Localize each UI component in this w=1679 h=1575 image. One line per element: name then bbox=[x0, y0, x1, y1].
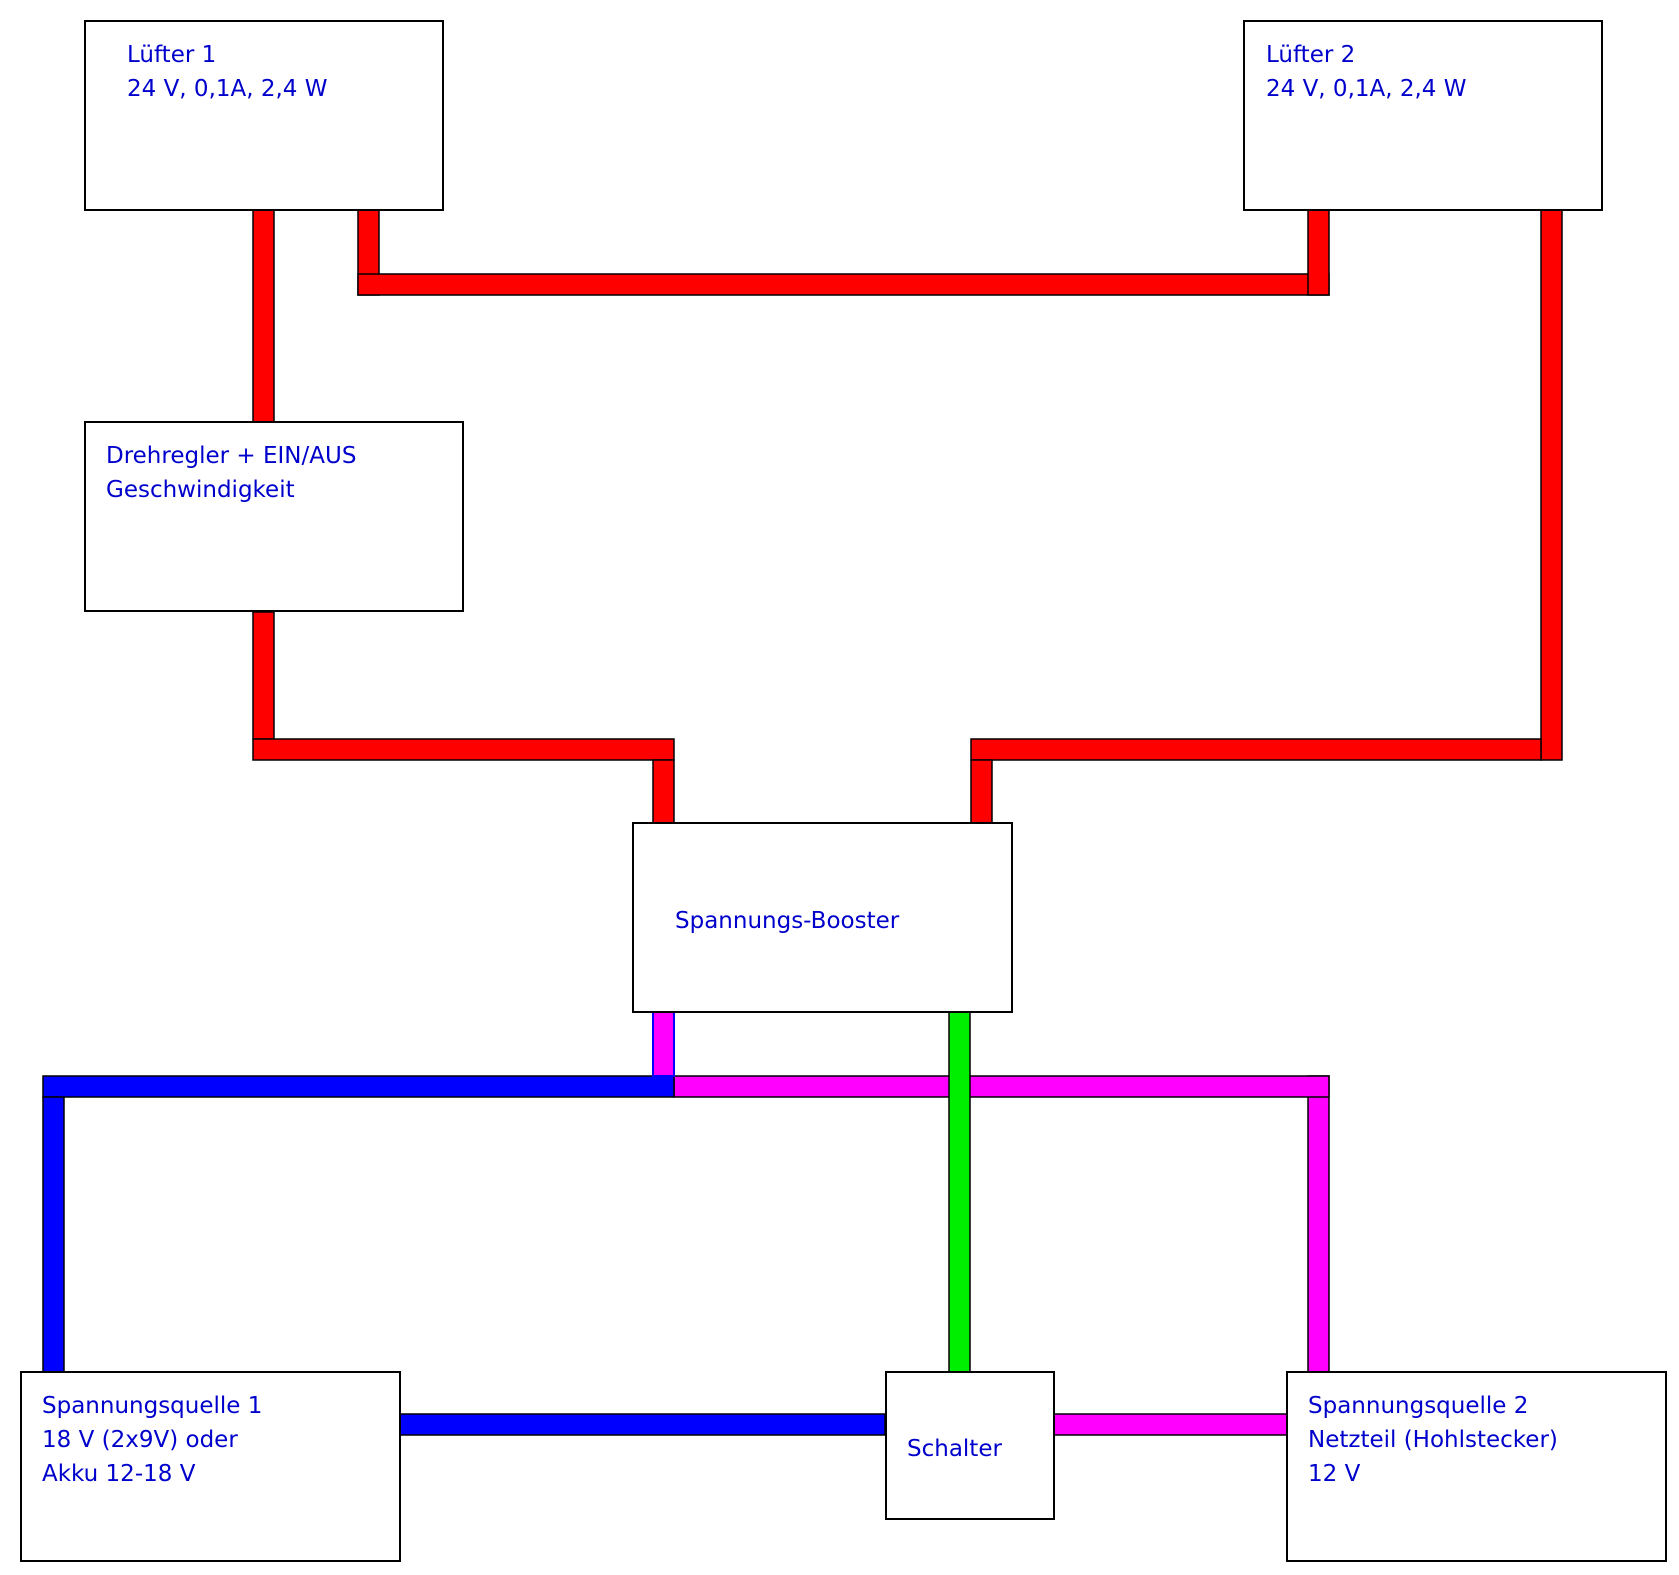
wire-booster-source2-horizontal bbox=[673, 1075, 1330, 1098]
fan1-title: Lüfter 1 bbox=[127, 42, 217, 68]
wire-fan1-fan2-horizontal bbox=[357, 273, 1330, 296]
fan2-label: Lüfter 2 24 V, 0,1A, 2,4 W bbox=[1266, 38, 1467, 106]
wire-source1-vertical bbox=[42, 1096, 65, 1373]
booster-label: Spannungs-Booster bbox=[675, 904, 899, 938]
regulator-subtitle: Geschwindigkeit bbox=[106, 477, 295, 503]
wire-booster-switch bbox=[948, 1011, 971, 1373]
wire-booster-right-drop bbox=[970, 759, 993, 824]
wire-source1-switch bbox=[399, 1413, 886, 1436]
wire-source1-booster-horizontal bbox=[42, 1075, 675, 1098]
fan1-label: Lüfter 1 24 V, 0,1A, 2,4 W bbox=[127, 38, 328, 106]
fan1-box: Lüfter 1 24 V, 0,1A, 2,4 W bbox=[84, 20, 444, 211]
fan1-specs: 24 V, 0,1A, 2,4 W bbox=[127, 76, 328, 102]
switch-title: Schalter bbox=[907, 1436, 1002, 1462]
fan2-title: Lüfter 2 bbox=[1266, 42, 1356, 68]
wire-fan2-booster-horizontal bbox=[970, 738, 1542, 761]
fan2-box: Lüfter 2 24 V, 0,1A, 2,4 W bbox=[1243, 20, 1603, 211]
booster-box: Spannungs-Booster bbox=[632, 822, 1013, 1013]
fan2-specs: 24 V, 0,1A, 2,4 W bbox=[1266, 76, 1467, 102]
source1-box: Spannungsquelle 1 18 V (2x9V) oder Akku … bbox=[20, 1371, 401, 1562]
wire-source2-vertical bbox=[1307, 1075, 1330, 1373]
source2-line3: 12 V bbox=[1308, 1461, 1361, 1487]
wire-fan1-regulator bbox=[252, 209, 275, 424]
source2-line2: Netzteil (Hohlstecker) bbox=[1308, 1427, 1558, 1453]
regulator-title: Drehregler + EIN/AUS bbox=[106, 443, 357, 469]
regulator-label: Drehregler + EIN/AUS Geschwindigkeit bbox=[106, 439, 356, 507]
source1-label: Spannungsquelle 1 18 V (2x9V) oder Akku … bbox=[42, 1389, 262, 1491]
wire-regulator-drop bbox=[252, 611, 275, 740]
wire-booster-left-drop bbox=[652, 759, 675, 824]
wire-switch-source2 bbox=[1053, 1413, 1289, 1436]
wire-booster-magenta-drop bbox=[652, 1011, 675, 1077]
source2-box: Spannungsquelle 2 Netzteil (Hohlstecker)… bbox=[1286, 1371, 1667, 1562]
regulator-box: Drehregler + EIN/AUS Geschwindigkeit bbox=[84, 421, 464, 612]
source1-line2: 18 V (2x9V) oder bbox=[42, 1427, 238, 1453]
source2-title: Spannungsquelle 2 bbox=[1308, 1393, 1529, 1419]
source2-label: Spannungsquelle 2 Netzteil (Hohlstecker)… bbox=[1308, 1389, 1558, 1491]
source1-line3: Akku 12-18 V bbox=[42, 1461, 196, 1487]
switch-label: Schalter bbox=[907, 1432, 1002, 1466]
booster-title: Spannungs-Booster bbox=[675, 908, 900, 934]
switch-box: Schalter bbox=[885, 1371, 1055, 1520]
source1-title: Spannungsquelle 1 bbox=[42, 1393, 263, 1419]
wire-fan2-right-vertical bbox=[1540, 209, 1563, 761]
wire-fan2-drop bbox=[1307, 209, 1330, 296]
wire-regulator-booster-horizontal bbox=[252, 738, 675, 761]
